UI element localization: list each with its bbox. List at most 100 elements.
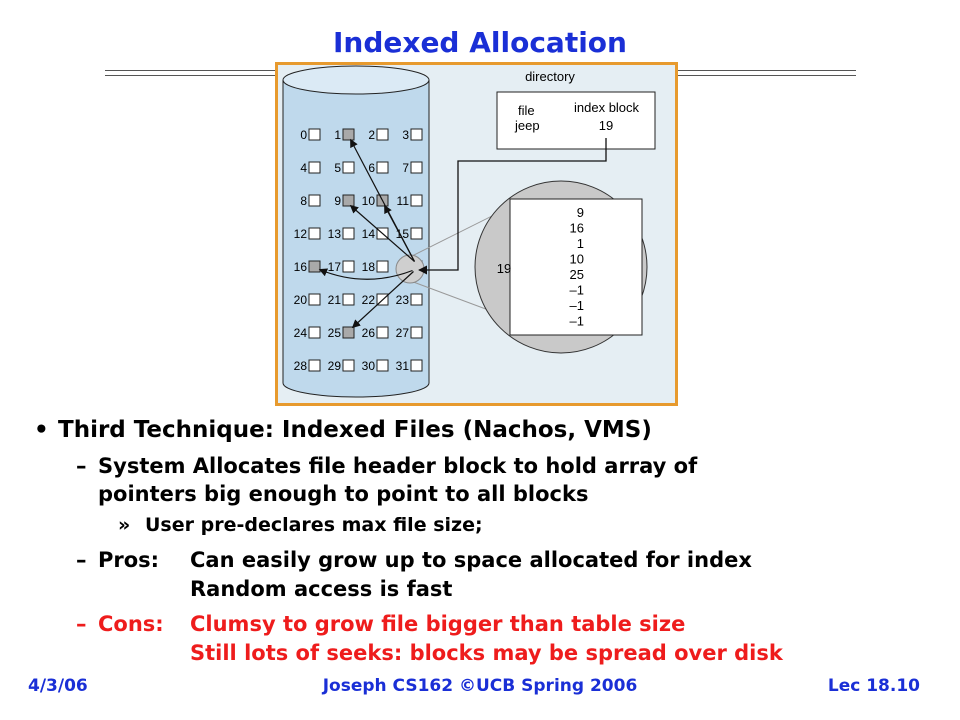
disk-block-free xyxy=(376,326,389,339)
disk-block-label: 0 xyxy=(300,128,307,142)
cons-line-1: Clumsy to grow file bigger than table si… xyxy=(190,612,686,636)
disk-block-free xyxy=(342,260,355,273)
disk-block-free xyxy=(410,194,423,207)
disk-block-free xyxy=(376,128,389,141)
disk-block-free xyxy=(410,161,423,174)
footer-lecture: Lec 18.10 xyxy=(827,676,920,696)
dir-header-file: file xyxy=(518,103,535,118)
sub-1-line-2: pointers big enough to point to all bloc… xyxy=(98,482,589,506)
disk-block-used xyxy=(342,326,355,339)
pros-line-2: Random access is fast xyxy=(190,577,453,601)
disk-block-label: 22 xyxy=(362,293,376,307)
pros-label: Pros: xyxy=(98,548,160,572)
disk-block-free xyxy=(308,227,321,240)
disk-block-label: 9 xyxy=(334,194,341,208)
sub-1-mark: – xyxy=(76,454,87,478)
disk-block-free xyxy=(308,194,321,207)
disk-block-label: 20 xyxy=(294,293,308,307)
index-entry: –1 xyxy=(570,314,584,329)
subsub-1-mark: » xyxy=(118,514,131,536)
disk-block-label: 18 xyxy=(362,260,376,274)
index-pointer-arrows xyxy=(318,138,416,329)
index-entry: 10 xyxy=(570,252,584,267)
disk-block-label: 12 xyxy=(294,227,308,241)
disk-block-free xyxy=(308,128,321,141)
dir-header-index: index block xyxy=(574,100,640,115)
cons-line-2: Still lots of seeks: blocks may be sprea… xyxy=(190,641,783,665)
disk-block-label: 25 xyxy=(328,326,342,340)
figure-canvas: 0123456789101112131415161718192021222324… xyxy=(282,65,656,398)
disk-block-free xyxy=(410,128,423,141)
disk-block-label: 30 xyxy=(362,359,376,373)
title-rule-right xyxy=(678,70,856,76)
subsub-1-text: User pre-declares max file size; xyxy=(145,514,483,536)
disk-block-used xyxy=(342,194,355,207)
index-entry: 25 xyxy=(570,267,584,282)
disk-block-label: 2 xyxy=(368,128,375,142)
disk-block-free xyxy=(308,293,321,306)
disk-block-label: 1 xyxy=(334,128,341,142)
disk-block-label: 11 xyxy=(397,194,410,208)
pointer-arrow-block-10 xyxy=(383,204,416,262)
disk-block-label: 5 xyxy=(334,161,341,175)
directory-pointer-arrow xyxy=(418,138,607,275)
disk-block-free xyxy=(342,293,355,306)
index-entry: 9 xyxy=(577,205,584,220)
sub-1-line-1: System Allocates file header block to ho… xyxy=(98,454,698,478)
directory-label: directory xyxy=(525,69,575,84)
disk-block-free xyxy=(410,293,423,306)
disk-block-free xyxy=(308,359,321,372)
disk-block-label: 4 xyxy=(300,161,307,175)
index-entry: 16 xyxy=(570,221,584,236)
disk-block-free xyxy=(342,161,355,174)
disk-block-used xyxy=(308,260,321,273)
cons-mark: – xyxy=(76,612,87,636)
disk-block-free xyxy=(376,359,389,372)
disk-block-free xyxy=(376,161,389,174)
disk-block-free xyxy=(342,227,355,240)
slide-title: Indexed Allocation xyxy=(333,26,627,59)
disk-block-label: 7 xyxy=(402,161,409,175)
disk-block-label: 24 xyxy=(294,326,308,340)
disk-block-label: 13 xyxy=(328,227,342,241)
directory-box xyxy=(496,91,656,150)
disk-block-label: 28 xyxy=(294,359,308,373)
disk-block-free xyxy=(410,227,423,240)
pointer-arrow-block-25 xyxy=(351,271,414,329)
disk-block-label: 6 xyxy=(368,161,375,175)
disk-block-used xyxy=(342,128,355,141)
pointer-arrow-block-9 xyxy=(349,204,415,262)
bullet-1-mark: • xyxy=(34,417,49,443)
index-entry: 1 xyxy=(577,236,584,251)
magnified-index-block xyxy=(474,180,648,354)
indexed-allocation-figure: 0123456789101112131415161718192021222324… xyxy=(275,62,678,406)
disk-block-label: 29 xyxy=(328,359,342,373)
title-rule-left xyxy=(105,70,277,76)
disk-block-label: 23 xyxy=(396,293,410,307)
disk-block-free xyxy=(410,359,423,372)
disk-block-label: 26 xyxy=(362,326,376,340)
disk-block-label: 10 xyxy=(362,194,376,208)
footer-date: 4/3/06 xyxy=(28,676,88,696)
disk-cylinder xyxy=(282,65,430,398)
footer-course: Joseph CS162 ©UCB Spring 2006 xyxy=(322,676,638,696)
disk-block-label: 16 xyxy=(294,260,308,274)
pointer-arrow-block-16 xyxy=(318,268,413,280)
disk-block-label: 17 xyxy=(328,260,342,274)
disk-block-label: 21 xyxy=(328,293,342,307)
pros-line-1: Can easily grow up to space allocated fo… xyxy=(190,548,752,572)
disk-block-free xyxy=(308,326,321,339)
zoom-label: 19 xyxy=(497,261,511,276)
dir-index-value: 19 xyxy=(599,118,613,133)
disk-block-free xyxy=(342,359,355,372)
pros-mark: – xyxy=(76,548,87,572)
disk-block-free xyxy=(308,161,321,174)
disk-block-label: 3 xyxy=(402,128,409,142)
disk-block-label: 31 xyxy=(396,359,410,373)
disk-block-free xyxy=(410,326,423,339)
dir-file-name: jeep xyxy=(514,118,540,133)
disk-block-label: 8 xyxy=(300,194,307,208)
cons-label: Cons: xyxy=(98,612,164,636)
